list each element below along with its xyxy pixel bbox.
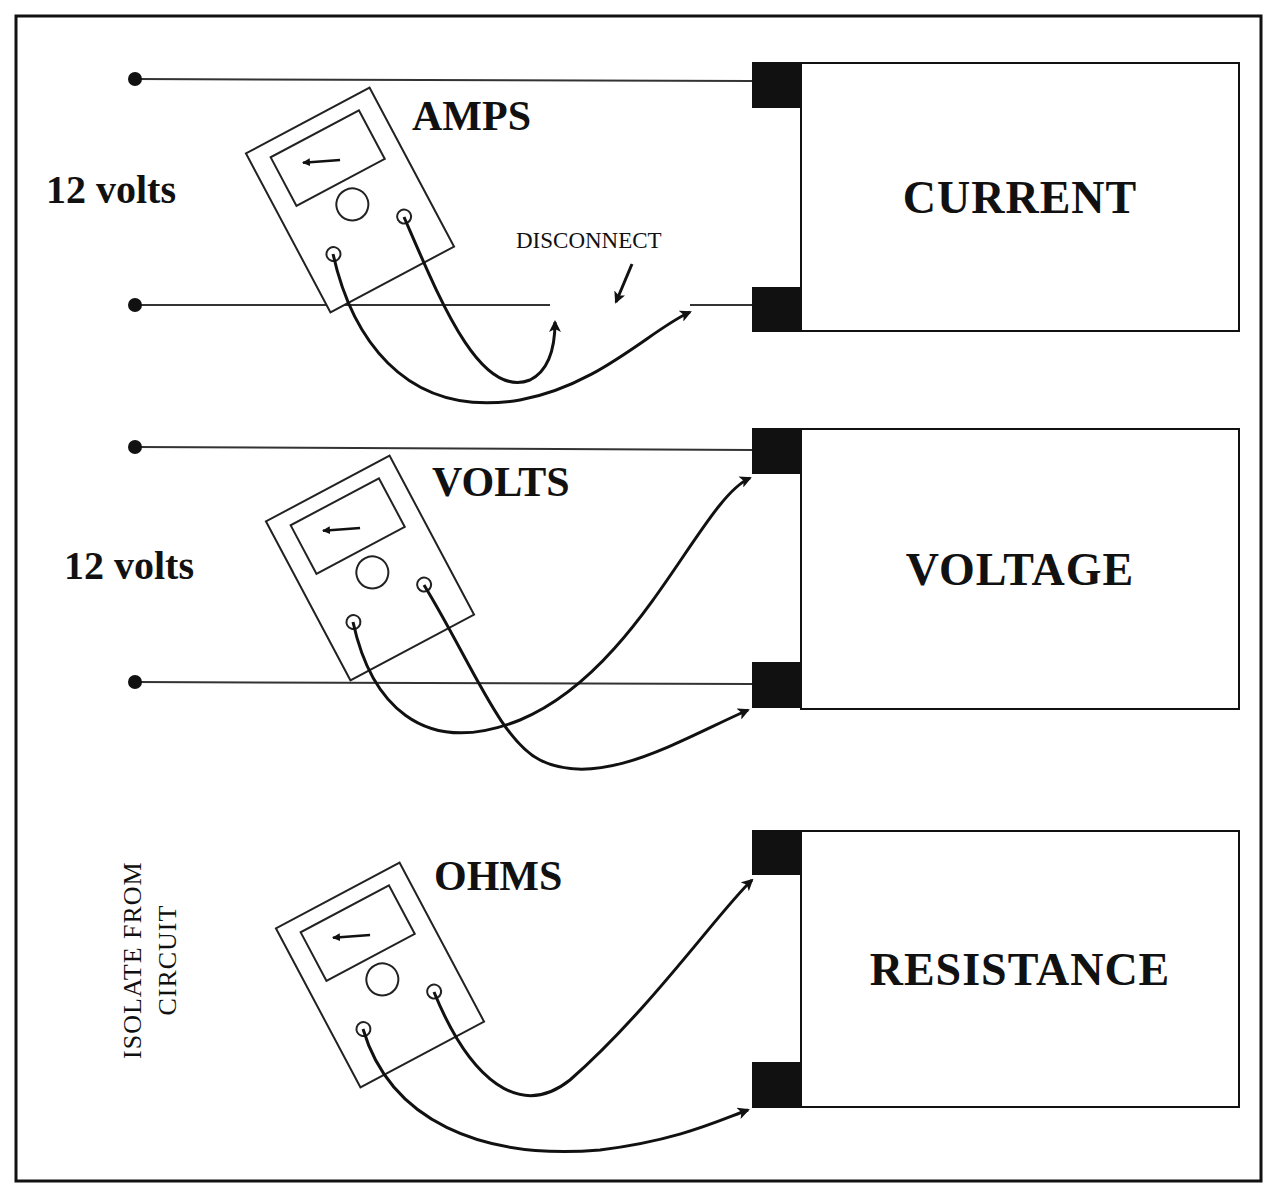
wire-ends: [128, 72, 142, 689]
instruction-note: DISCONNECT: [514, 228, 664, 254]
terminals: [752, 62, 800, 1108]
component-label: VOLTAGE: [906, 543, 1135, 596]
component-box: VOLTAGE: [800, 428, 1240, 710]
meter-mode: AMPS: [410, 92, 533, 140]
component-box: RESISTANCE: [800, 830, 1240, 1108]
component-label: RESISTANCE: [870, 943, 1171, 996]
component-box: CURRENT: [800, 62, 1240, 332]
meter-mode: OHMS: [432, 852, 564, 900]
disconnect-pointer: [616, 264, 632, 302]
supply-voltage: 12 volts: [62, 542, 196, 589]
instruction-note: ISOLATE FROM CIRCUIT: [115, 828, 185, 1092]
component-label: CURRENT: [903, 171, 1137, 224]
meter-mode: VOLTS: [430, 458, 572, 506]
frame: [16, 16, 1261, 1181]
test-leads: [333, 217, 752, 1151]
supply-voltage: 12 volts: [44, 166, 178, 213]
